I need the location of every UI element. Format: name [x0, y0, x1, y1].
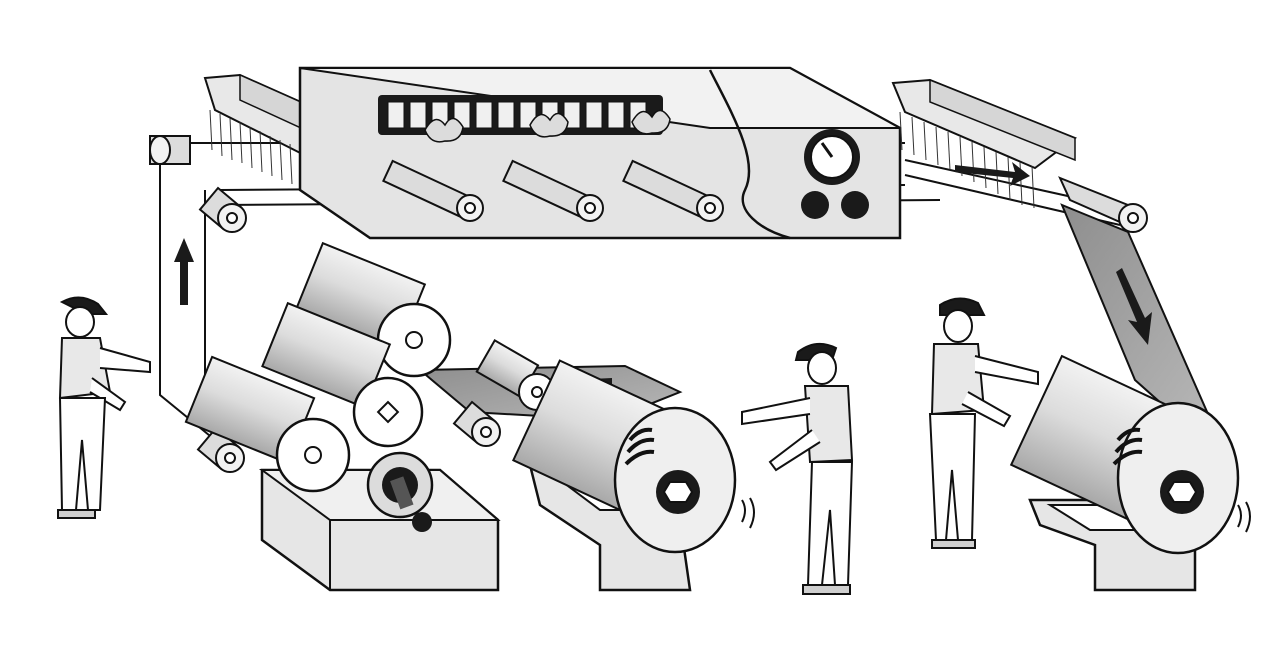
idler-roller-mid [452, 400, 501, 447]
control-knob-right [841, 191, 869, 219]
arrow-up [174, 238, 194, 305]
arrow-down [1116, 268, 1152, 345]
heat-flame-icon [424, 109, 671, 143]
drying-oven [298, 66, 902, 240]
unwind-roll [511, 359, 755, 592]
worker-middle [741, 342, 854, 595]
arrow-right [955, 162, 1030, 186]
oven-guide-rollers [382, 159, 724, 222]
rewind-roll [1009, 354, 1251, 592]
worker-left [57, 296, 151, 519]
control-knob-left [801, 191, 829, 219]
pressure-gauge-icon [804, 129, 860, 185]
corona-treater-right [891, 78, 1078, 209]
idler-roller-upper [198, 186, 247, 233]
idler-roller-lower [196, 426, 245, 473]
tension-roller-right [1058, 176, 1148, 233]
worker-right [928, 297, 1039, 549]
top-left-idler [149, 135, 191, 165]
coating-roller-stack [184, 241, 452, 519]
